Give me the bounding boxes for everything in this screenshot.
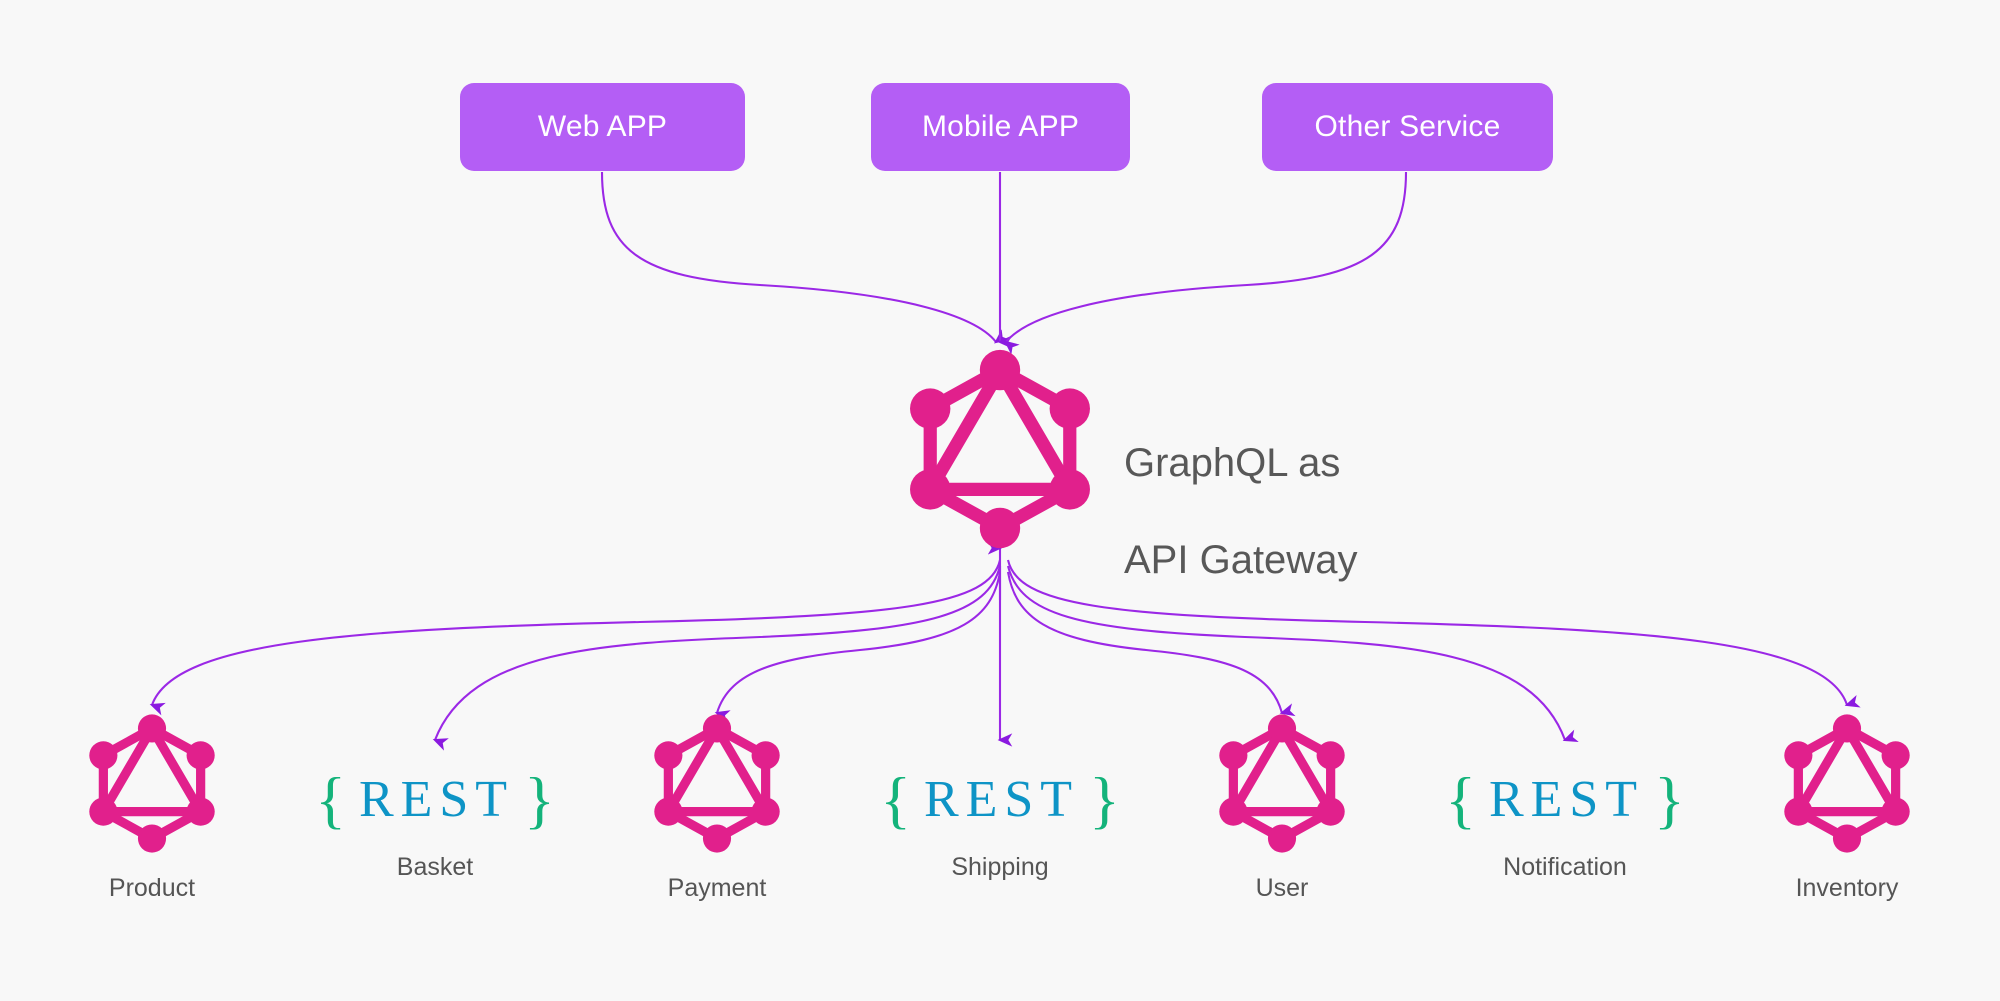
brace-left-icon: {	[315, 764, 346, 835]
service-label: Basket	[396, 853, 474, 881]
service-inventory[interactable]: Inventory	[1767, 713, 1927, 903]
service-notification[interactable]: { REST } Notification	[1445, 755, 1685, 882]
service-label: User	[1255, 874, 1309, 902]
brace-right-icon: }	[524, 764, 555, 835]
client-box-label: Mobile APP	[921, 110, 1080, 143]
brace-left-icon: {	[1445, 764, 1476, 835]
client-box-label: Other Service	[1314, 110, 1501, 143]
gateway-caption-line2: API Gateway	[1124, 538, 1358, 583]
service-label: Payment	[667, 874, 767, 902]
service-label: Shipping	[951, 853, 1049, 881]
service-label: Inventory	[1795, 874, 1899, 902]
service-user[interactable]: User	[1202, 713, 1362, 903]
brace-right-icon: }	[1089, 764, 1120, 835]
client-box-label: Web APP	[537, 110, 668, 143]
brace-right-icon: }	[1654, 764, 1685, 835]
rest-badge-icon: { REST }	[1445, 755, 1685, 845]
rest-word: REST	[358, 771, 515, 828]
graphql-logo-icon	[1784, 714, 1910, 853]
client-box-other-service[interactable]: Other Service	[1262, 83, 1553, 171]
gateway-caption: GraphQL as API Gateway	[1124, 390, 1357, 634]
rest-word: REST	[1488, 771, 1645, 828]
client-box-web-app[interactable]: Web APP	[460, 83, 745, 171]
service-label: Product	[108, 874, 196, 902]
service-basket[interactable]: { REST } Basket	[315, 755, 555, 882]
graphql-logo-icon	[89, 714, 215, 853]
brace-left-icon: {	[880, 764, 911, 835]
graphql-logo-icon	[910, 349, 1090, 549]
client-box-mobile-app[interactable]: Mobile APP	[871, 83, 1130, 171]
gateway-caption-line1: GraphQL as	[1124, 440, 1341, 485]
rest-badge-icon: { REST }	[880, 755, 1120, 845]
api-gateway-node[interactable]	[908, 348, 1092, 550]
service-product[interactable]: Product	[72, 713, 232, 903]
rest-badge-icon: { REST }	[315, 755, 555, 845]
graphql-logo-icon	[1219, 714, 1345, 853]
graphql-logo-icon	[654, 714, 780, 853]
service-label: Notification	[1503, 853, 1627, 881]
service-shipping[interactable]: { REST } Shipping	[880, 755, 1120, 882]
service-payment[interactable]: Payment	[637, 713, 797, 903]
rest-word: REST	[923, 771, 1080, 828]
